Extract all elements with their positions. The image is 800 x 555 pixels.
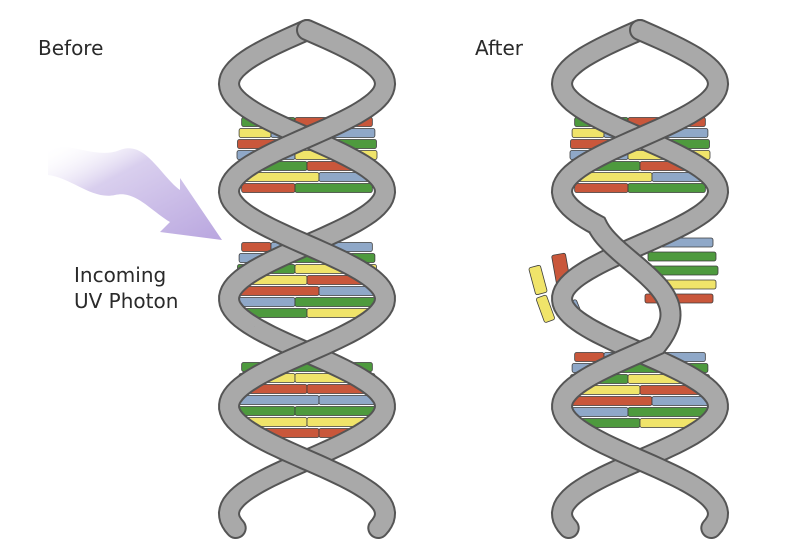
base-pair-left (574, 183, 629, 193)
base-pair-right (294, 406, 377, 416)
base-pair-left (237, 286, 320, 296)
backbone-strand-a (552, 21, 728, 537)
uv-photon-label: Incoming UV Photon (74, 262, 178, 314)
base-pair-right (651, 396, 710, 406)
base-pair-left (571, 407, 629, 417)
base-pair-right (627, 407, 709, 417)
base-pair-right (294, 297, 376, 307)
before-label: Before (38, 36, 104, 60)
uv-photon-label-line1: Incoming (74, 263, 167, 287)
base-pair-fragment (647, 251, 717, 262)
base-pair-left (241, 242, 272, 252)
loose-base (528, 264, 548, 296)
base-pair-left (236, 395, 320, 405)
dna-helix-after (528, 19, 730, 539)
after-label: After (475, 36, 524, 60)
base-pair-right (294, 183, 373, 193)
uv-photon-arrow-icon (48, 147, 222, 240)
base-pair-right (627, 183, 706, 193)
loose-base (536, 294, 555, 323)
uv-photon-label-line2: UV Photon (74, 289, 179, 313)
base-pair-left (241, 183, 296, 193)
dna-helix-before (217, 19, 397, 539)
backbone-strand-a (219, 21, 395, 537)
base-pair-left (238, 297, 296, 307)
base-pair-left (237, 406, 296, 416)
backbone-strand-b (552, 21, 728, 537)
backbone-strand-b (219, 21, 395, 537)
base-pair-left (570, 396, 653, 406)
